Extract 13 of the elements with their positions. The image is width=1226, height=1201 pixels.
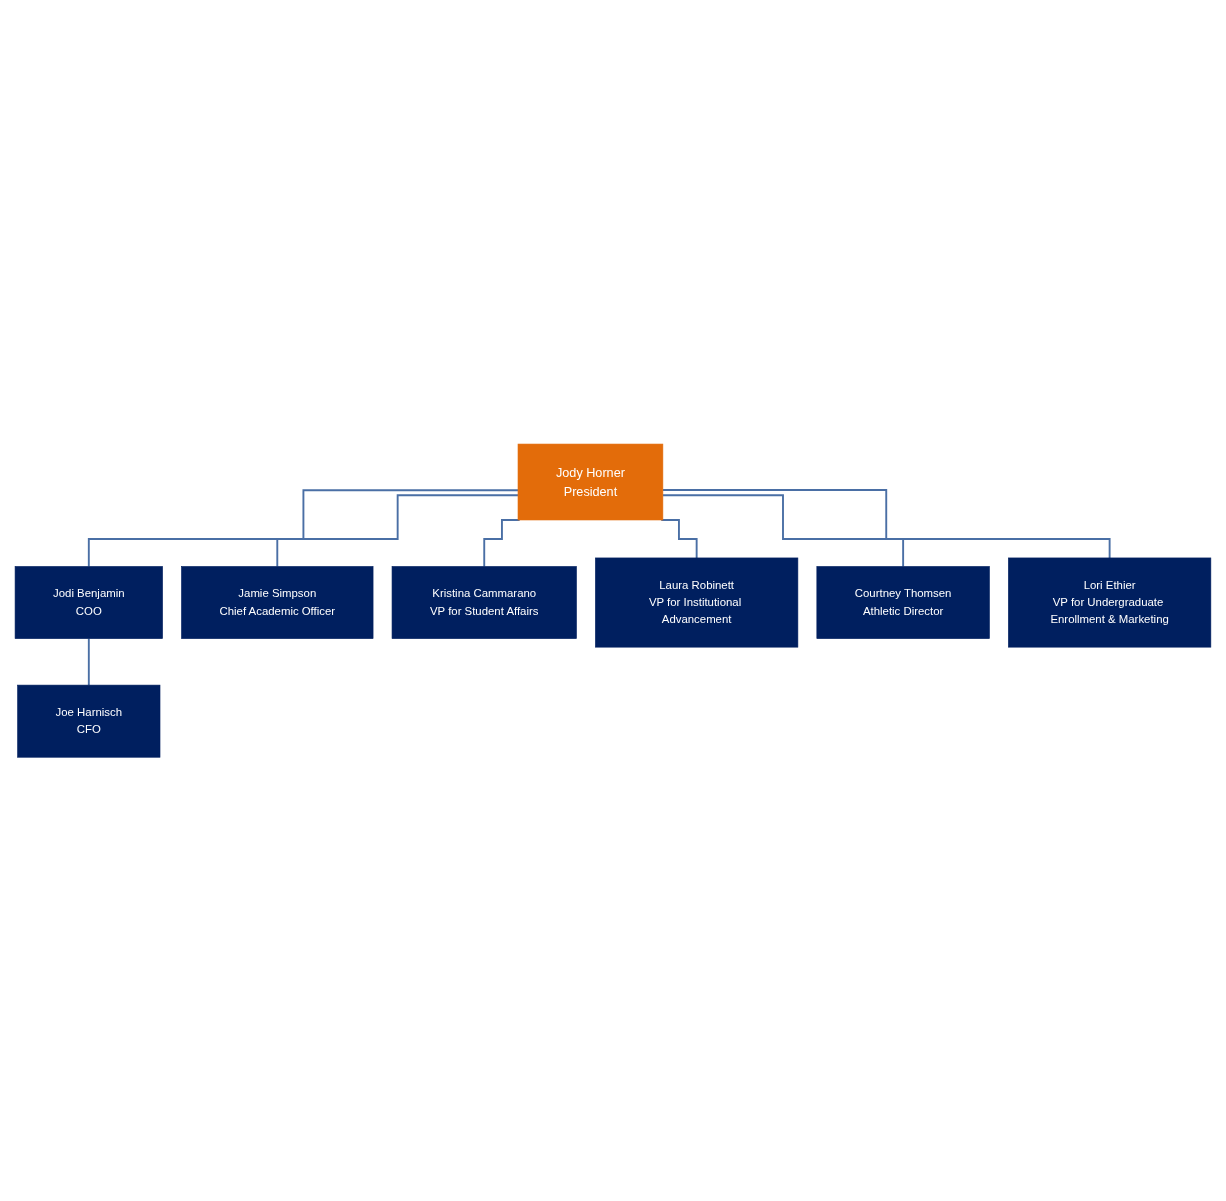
node-box: Courtney Thomsen Athletic Director xyxy=(816,566,990,639)
node-box: Jody Horner President xyxy=(517,443,664,521)
node-box: Jamie Simpson Chief Academic Officer xyxy=(181,566,374,639)
connector xyxy=(276,494,519,568)
node-box: Laura Robinett VP for Institutional Advancement xyxy=(595,557,799,648)
node-box: Joe Harnisch CFO xyxy=(17,684,161,758)
node-box: Jodi Benjamin COO xyxy=(14,566,163,639)
connector xyxy=(87,637,90,686)
connector xyxy=(87,489,519,568)
node-box: Lori Ethier VP for Undergraduate Enrollment & Marketing xyxy=(1008,557,1212,648)
node-box: Kristina Cammarano VP for Student Affairs xyxy=(391,566,577,639)
connector xyxy=(661,488,1111,559)
connector xyxy=(661,494,905,568)
